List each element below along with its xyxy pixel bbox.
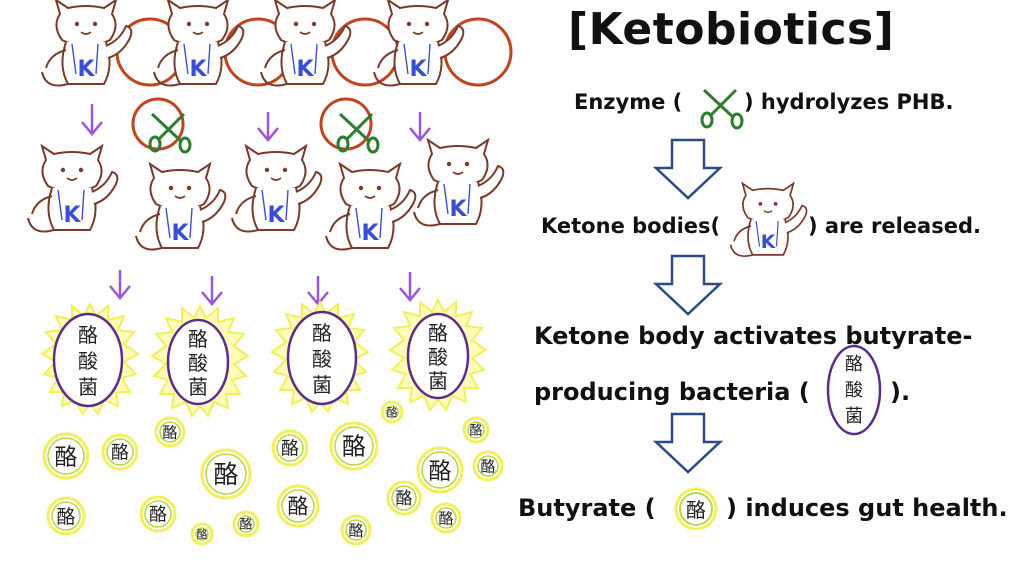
- butyrate-molecule: 酪: [271, 429, 309, 467]
- ketone-cat: [27, 145, 119, 233]
- bacteria-char: 酪: [312, 321, 332, 345]
- ketone-cat: [41, 0, 133, 87]
- butyrate-molecule: 酪: [139, 495, 177, 533]
- bacteria-cell: [286, 310, 358, 406]
- bacteria-char: 菌: [428, 369, 448, 393]
- butyrate-molecule: 酪: [276, 484, 320, 528]
- step3-text-line1: Ketone body activates butyrate-: [534, 322, 973, 350]
- bacteria-char: 酪: [78, 323, 98, 347]
- bacteria-cell: [52, 312, 124, 408]
- ketone-cat: [325, 163, 417, 251]
- bacteria-cell: [406, 312, 470, 400]
- ketone-cat: [231, 145, 323, 233]
- step3-text-line2-pre: producing bacteria (: [534, 378, 810, 406]
- butyrate-molecule: 酪: [46, 496, 86, 536]
- ketone-cat: [135, 163, 227, 251]
- butyrate-char: 酪: [281, 438, 299, 459]
- butyrate-molecule: 酪: [462, 416, 490, 444]
- butyrate-molecule: 酪: [329, 421, 379, 471]
- butyrate-char: 酪: [438, 509, 453, 527]
- bacteria-char: 酸: [188, 351, 208, 375]
- butyrate-char: 酪: [387, 406, 398, 419]
- phb-polymer: [41, 0, 513, 87]
- bacteria-char: 酸: [845, 380, 863, 401]
- ketone-cat: [260, 0, 352, 87]
- bacteria-char: 酸: [428, 345, 448, 369]
- butyrate-char: 酪: [162, 423, 177, 441]
- butyrate-char: 酪: [348, 521, 363, 539]
- butyrate-char: 酪: [342, 433, 366, 461]
- step2-text-post: ) are released.: [808, 214, 981, 238]
- flow-arrow-3: [652, 412, 724, 474]
- bacteria-char: 酪: [428, 321, 448, 345]
- bacteria-char: 菌: [78, 375, 98, 399]
- inline-scissors-icon: [700, 88, 744, 130]
- flow-arrow-1: [652, 138, 724, 200]
- activated-bacteria: 酪 酸 菌 酪 酸 菌 酪 酸 菌 酪 酸 菌: [41, 299, 487, 417]
- butyrate-molecule: 酪: [190, 522, 214, 546]
- released-ketone-bodies: [27, 139, 505, 251]
- bacteria-char: 菌: [188, 375, 208, 399]
- ketone-cat: [373, 0, 465, 87]
- butyrate-molecule: 酪: [472, 450, 504, 482]
- butyrate-molecules: 酪酪酪酪酪酪酪酪酪酪酪酪酪酪酪酪酪酪: [42, 400, 504, 546]
- inline-ketone-cat-icon: [729, 182, 808, 258]
- polymer-ring: [443, 17, 513, 87]
- butyrate-char: 酪: [111, 442, 129, 463]
- flow-arrow-2: [652, 254, 724, 316]
- step2-text-pre: Ketone bodies(: [541, 214, 721, 238]
- butyrate-char: 酪: [396, 489, 413, 509]
- step4-text-post: ) induces gut health.: [726, 494, 1008, 522]
- step3-text-line2-post: ).: [890, 378, 911, 406]
- butyrate-molecule: 酪: [340, 514, 372, 546]
- butyrate-molecule: 酪: [42, 432, 90, 480]
- butyrate-molecule: 酪: [380, 400, 404, 424]
- bacteria-char: 酪: [188, 327, 208, 351]
- bacteria-char: 酪: [845, 354, 863, 375]
- step4-text-pre: Butyrate (: [518, 494, 656, 522]
- bacteria-char: 酸: [78, 349, 98, 373]
- butyrate-char: 酪: [149, 504, 167, 525]
- butyrate-char: 酪: [469, 423, 482, 439]
- butyrate-char: 酪: [686, 498, 706, 522]
- ketone-cat: [413, 139, 505, 227]
- bacteria-char: 菌: [845, 406, 863, 427]
- butyrate-char: 酪: [56, 506, 75, 528]
- butyrate-molecule: 酪: [232, 510, 260, 538]
- inline-butyrate-icon: 酪: [674, 487, 718, 531]
- butyrate-char: 酪: [429, 458, 452, 484]
- butyrate-molecule: 酪: [200, 448, 252, 500]
- bacteria-cell: [166, 318, 230, 406]
- butyrate-molecule: 酪: [430, 502, 462, 534]
- butyrate-molecule: 酪: [416, 446, 464, 494]
- butyrate-char: 酪: [480, 457, 495, 475]
- step1-text-pre: Enzyme (: [574, 90, 683, 114]
- enzyme-scissors-group: [131, 97, 380, 154]
- butyrate-char: 酪: [239, 517, 252, 533]
- ketone-cat: [153, 0, 245, 87]
- butyrate-char: 酪: [213, 460, 238, 489]
- butyrate-molecule: 酪: [101, 433, 139, 471]
- butyrate-molecule: 酪: [154, 416, 186, 448]
- bacteria-char: 酸: [312, 347, 332, 371]
- flow-arrows: [652, 138, 724, 474]
- butyrate-char: 酪: [288, 495, 309, 519]
- butyrate-molecule: 酪: [386, 480, 422, 516]
- small-arrows-1: [81, 104, 431, 142]
- page-title: [Ketobiotics]: [568, 4, 895, 55]
- step1-text-post: ) hydrolyzes PHB.: [744, 90, 954, 114]
- bacteria-char: 菌: [312, 373, 332, 397]
- inline-bacteria-icon: 酪 酸 菌: [826, 344, 882, 436]
- small-arrows-2: [109, 270, 421, 306]
- butyrate-char: 酪: [197, 528, 208, 541]
- butyrate-char: 酪: [55, 444, 78, 470]
